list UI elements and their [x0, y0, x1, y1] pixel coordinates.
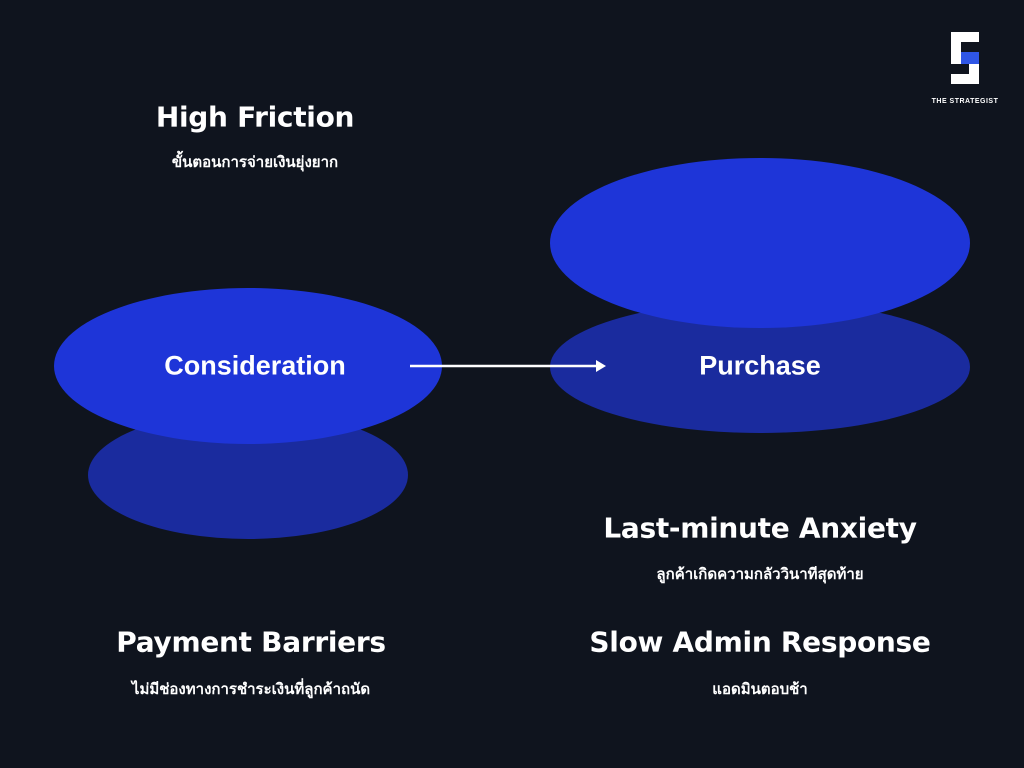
callout-subtitle: ลูกค้าเกิดความกลัววินาทีสุดท้าย — [656, 565, 864, 583]
callout-subtitle: ขั้นตอนการจ่ายเงินยุ่งยาก — [171, 153, 339, 171]
callout-title: Last-minute Anxiety — [603, 511, 917, 545]
callout-title: High Friction — [155, 100, 355, 134]
purchase-top-ellipse — [550, 158, 970, 328]
arrow-icon — [410, 360, 606, 372]
stage-purchase-label: Purchase — [699, 350, 821, 381]
strategist-logo-icon — [951, 32, 979, 84]
purchase-ellipse — [550, 301, 970, 433]
logo-brand-text: THE STRATEGIST — [931, 98, 999, 105]
callout-subtitle: แอดมินตอบช้า — [712, 680, 808, 698]
callout-subtitle: ไม่มีช่องทางการชำระเงินที่ลูกค้าถนัด — [131, 680, 371, 698]
callout-title: Payment Barriers — [116, 625, 386, 659]
consideration-shadow-ellipse — [88, 411, 408, 539]
logo: THE STRATEGIST — [920, 28, 1010, 105]
callout-title: Slow Admin Response — [589, 625, 931, 659]
stage-consideration-label: Consideration — [164, 350, 346, 381]
consideration-ellipse — [54, 288, 442, 444]
